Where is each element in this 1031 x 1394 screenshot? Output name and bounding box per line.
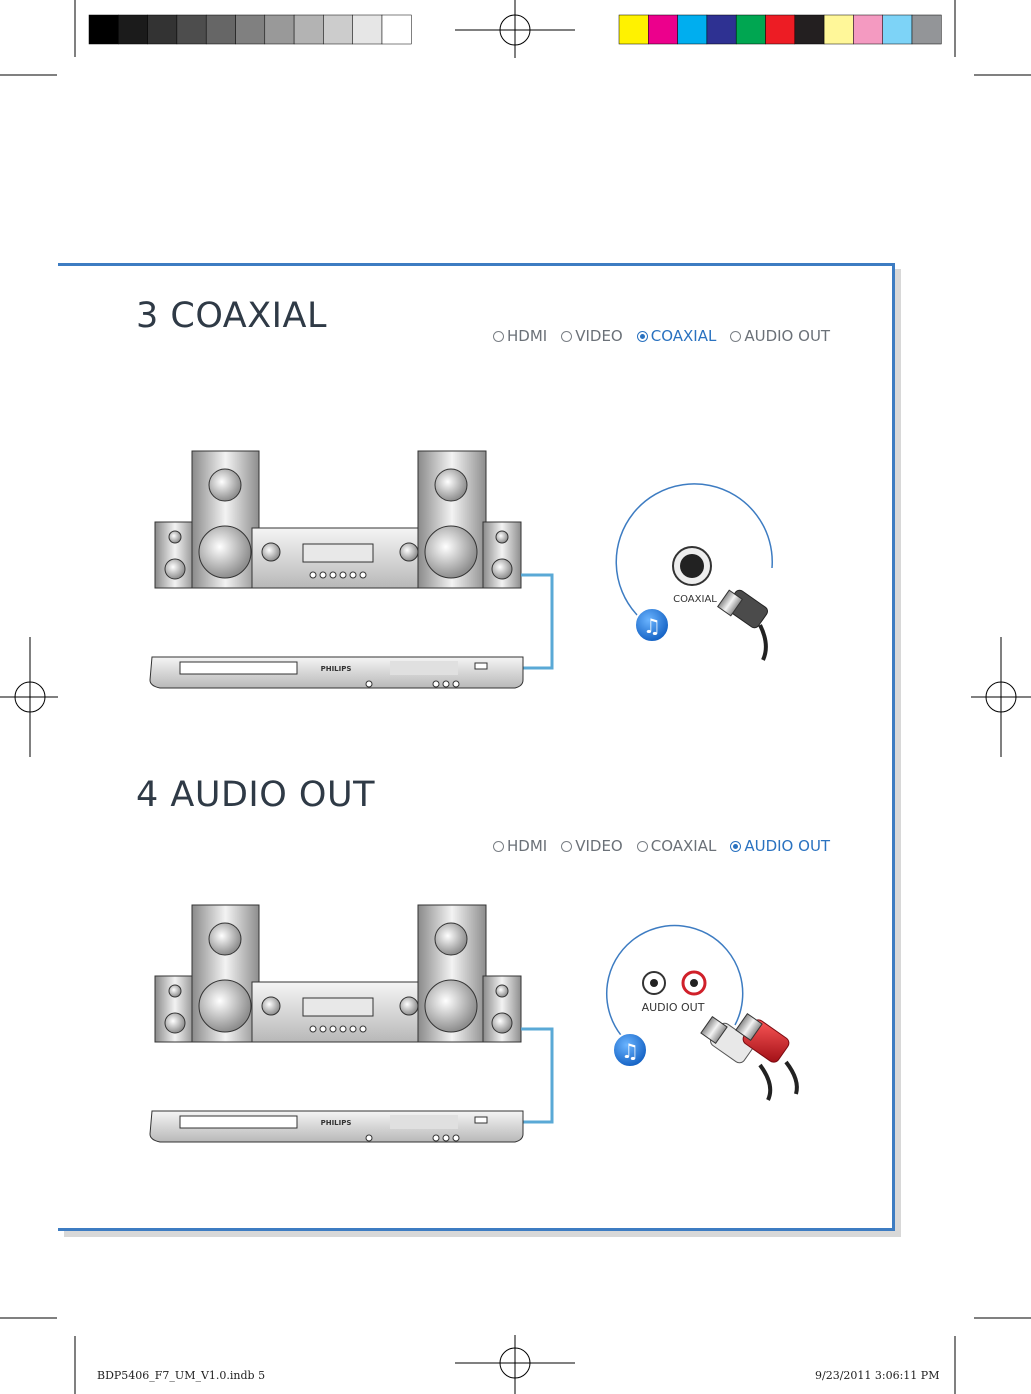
color-swatch — [794, 14, 825, 45]
audio-out-port-label: AUDIO OUT — [642, 1001, 705, 1014]
speaker-system — [154, 450, 522, 589]
grayscale-swatch — [323, 14, 353, 45]
radio-selected-icon — [636, 330, 648, 342]
player-brand-label: PHILIPS — [321, 665, 352, 673]
audio-note-icon — [634, 607, 670, 643]
option-hdmi[interactable]: HDMI — [493, 837, 547, 855]
grayscale-swatch — [235, 14, 266, 45]
grayscale-swatch — [118, 14, 148, 45]
audio-note-icon — [612, 1032, 648, 1068]
radio-icon — [493, 330, 504, 342]
grayscale-swatch — [205, 14, 236, 45]
color-swatch — [765, 14, 796, 45]
grayscale-swatch — [293, 14, 324, 45]
color-swatch — [677, 14, 708, 45]
svg-text:♫: ♫ — [643, 614, 661, 638]
radio-icon — [561, 840, 573, 852]
grayscale-swatch — [381, 14, 412, 45]
rca-plugs-icon — [700, 1012, 799, 1101]
coaxial-plug-icon — [717, 589, 768, 661]
option-audio-out[interactable]: AUDIO OUT — [730, 327, 830, 345]
slug-file: BDP5406_F7_UM_V1.0.indb 5 — [97, 1369, 266, 1382]
option-video[interactable]: VIDEO — [561, 837, 623, 855]
audio-out-connector-callout: AUDIO OUT ♫ — [606, 924, 799, 1101]
svg-text:♫: ♫ — [621, 1039, 639, 1063]
coaxial-connector-callout: COAXIAL ♫ — [615, 483, 773, 661]
coaxial-port-label: COAXIAL — [673, 594, 717, 605]
radio-icon — [561, 330, 573, 342]
grayscale-swatch — [88, 14, 119, 45]
connection-options-audio-out: HDMI VIDEO COAXIAL AUDIO OUT — [493, 837, 830, 855]
player-brand-label: PHILIPS — [321, 1119, 352, 1127]
option-video[interactable]: VIDEO — [561, 327, 623, 345]
color-swatch — [911, 14, 942, 45]
audio-out-cable — [521, 1027, 554, 1124]
coaxial-cable — [521, 573, 554, 670]
option-hdmi[interactable]: HDMI — [493, 327, 547, 345]
option-audio-out[interactable]: AUDIO OUT — [730, 837, 830, 855]
grayscale-swatch — [352, 14, 383, 45]
blu-ray-player-2: PHILIPS — [149, 1110, 524, 1143]
radio-icon — [493, 840, 504, 852]
connection-options-coaxial: HDMI VIDEO COAXIAL AUDIO OUT — [493, 327, 830, 345]
option-coaxial[interactable]: COAXIAL — [636, 327, 716, 345]
slug-timestamp: 9/23/2011 3:06:11 PM — [815, 1369, 940, 1382]
speaker-system-2 — [154, 904, 522, 1043]
radio-icon — [730, 330, 742, 342]
radio-selected-icon — [730, 840, 742, 852]
color-swatch — [853, 14, 883, 45]
grayscale-swatch — [264, 14, 295, 45]
content-panel — [58, 263, 895, 1231]
radio-icon — [636, 840, 648, 852]
section-title-coaxial: 3 COAXIAL — [136, 296, 327, 336]
color-swatch — [882, 14, 913, 45]
blu-ray-player: PHILIPS — [149, 656, 524, 689]
color-swatch — [735, 14, 766, 45]
grayscale-bar — [88, 14, 412, 45]
color-swatch — [706, 14, 737, 45]
section-title-audio-out: 4 AUDIO OUT — [136, 775, 375, 815]
color-bar — [618, 14, 942, 45]
option-coaxial[interactable]: COAXIAL — [636, 837, 716, 855]
